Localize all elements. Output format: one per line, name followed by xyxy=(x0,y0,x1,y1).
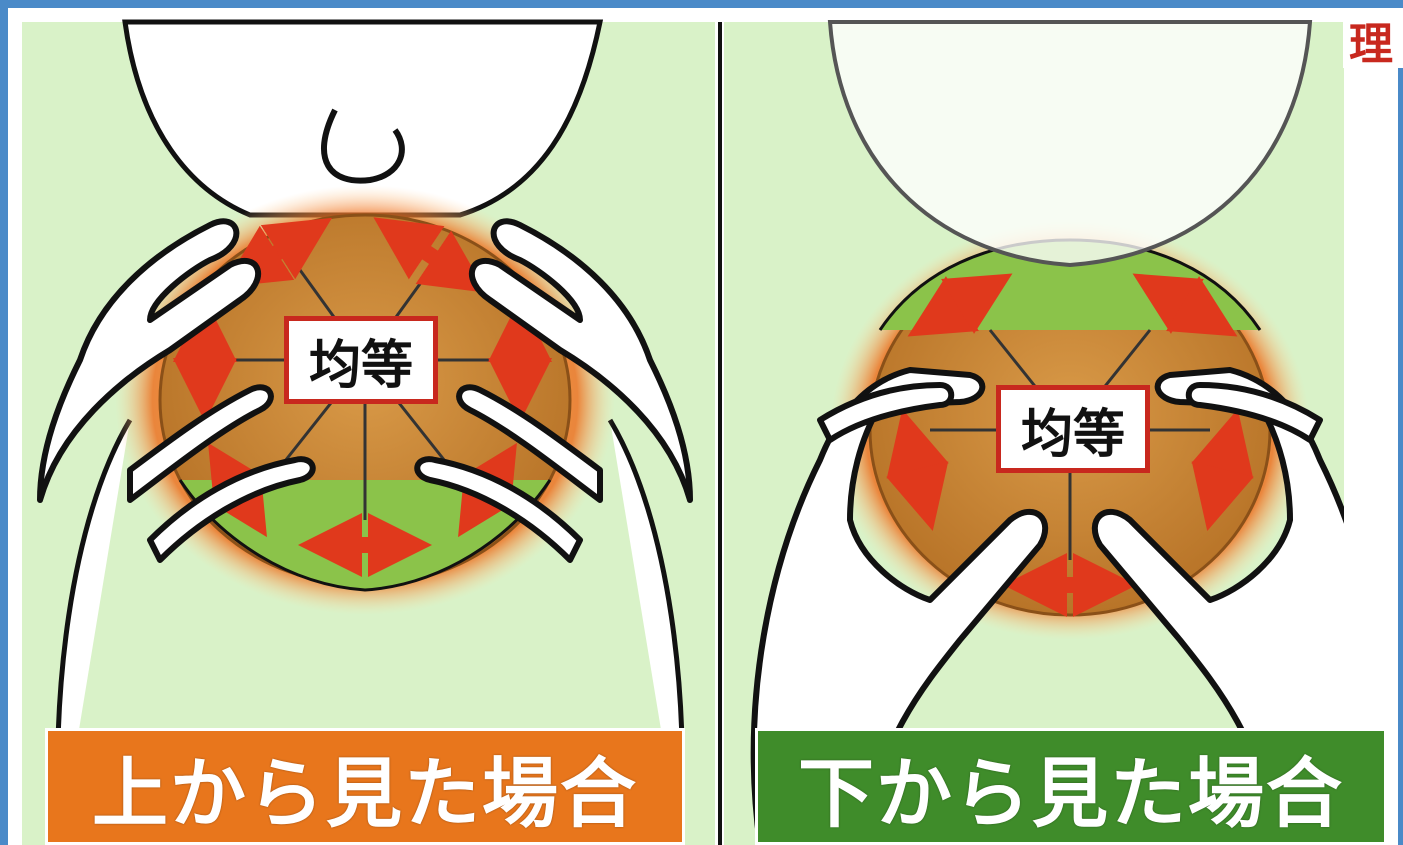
corner-badge: 理 xyxy=(1343,8,1403,68)
equal-tag-left: 均等 xyxy=(284,316,438,404)
caption-left: 上から見た場合 xyxy=(45,728,685,845)
caption-right: 下から見た場合 xyxy=(755,728,1387,845)
left-panel xyxy=(22,19,715,845)
equal-tag-right: 均等 xyxy=(996,385,1150,473)
